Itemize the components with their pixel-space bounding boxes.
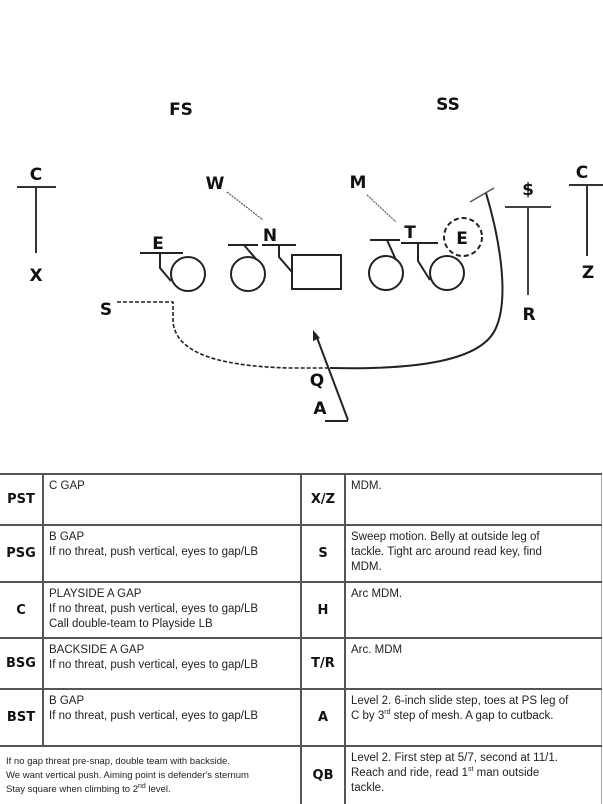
- play-diagram: FS SS C X C Z W M E N T E $ R S: [17, 95, 603, 422]
- assignment-line: B GAP: [49, 695, 85, 707]
- right-corner-label: C: [576, 163, 588, 183]
- tackle-block: [417, 243, 431, 281]
- assignment-line: BACKSIDE A GAP: [49, 644, 145, 656]
- left-end-label: E: [152, 234, 164, 254]
- assignment-line: If no threat, push vertical, eyes to gap…: [49, 603, 259, 615]
- assignment-line: Arc MDM.: [351, 588, 403, 600]
- assignment-bst: B GAP If no threat, push vertical, eyes …: [42, 688, 302, 747]
- assignment-c: PLAYSIDE A GAP If no threat, push vertic…: [42, 581, 302, 639]
- position-x-z: X/Z: [300, 473, 346, 526]
- read-key-end: [443, 217, 483, 257]
- assignment-line: Reach and ride, read 1st man outside: [351, 766, 540, 779]
- assignment-line: If no threat, push vertical, eyes to gap…: [49, 710, 259, 722]
- assignment-a: Level 2. 6-inch slide step, toes at PS l…: [344, 688, 602, 747]
- position-t-r: T/R: [300, 637, 346, 690]
- position-bst: BST: [0, 688, 44, 747]
- note-line: Stay square when climbing to 2nd level.: [6, 782, 171, 795]
- backside-tackle: [429, 255, 465, 291]
- table-row: C PLAYSIDE A GAP If no threat, push vert…: [0, 581, 602, 639]
- guard-block: [243, 244, 257, 260]
- x-receiver-label: X: [29, 266, 42, 286]
- assignment-line: MDM.: [351, 480, 382, 492]
- assignment-x-z: MDM.: [344, 473, 602, 526]
- position-a: A: [300, 688, 346, 747]
- position-h: H: [300, 581, 346, 639]
- position-qb: QB: [300, 745, 346, 804]
- assignment-s: Sweep motion. Belly at outside leg of ta…: [344, 524, 602, 583]
- free-safety-label: FS: [169, 100, 193, 120]
- backside-guard-block: [386, 239, 397, 261]
- note-line: We want vertical push. Aiming point is d…: [6, 769, 249, 781]
- will-read-line: [226, 191, 264, 221]
- sweep-motion-route: [117, 301, 330, 369]
- assignment-psg: B GAP If no threat, push vertical, eyes …: [42, 524, 302, 583]
- backside-guard: [368, 255, 404, 291]
- assignment-h: Arc MDM.: [344, 581, 602, 639]
- assignment-line: C by 3rd step of mesh. A gap to cutback.: [351, 709, 554, 722]
- table-row: PSG B GAP If no threat, push vertical, e…: [0, 524, 602, 583]
- assignment-line: tackle. Tight arc around read key, find: [351, 546, 542, 558]
- table-row: BSG BACKSIDE A GAP If no threat, push ve…: [0, 637, 602, 690]
- left-end-block: [159, 253, 172, 282]
- qb-path-arrowhead: [313, 330, 320, 341]
- read-key-end-label: E: [456, 229, 468, 249]
- strong-safety-label: SS: [436, 95, 460, 115]
- assignment-line: C GAP: [49, 480, 85, 492]
- h-arc-end: [469, 187, 495, 203]
- assignment-line: PLAYSIDE A GAP: [49, 588, 142, 600]
- position-s: S: [300, 524, 346, 583]
- assignment-bsg: BACKSIDE A GAP If no threat, push vertic…: [42, 637, 302, 690]
- assignment-line: B GAP: [49, 531, 85, 543]
- assignment-line: Level 2. First step at 5/7, second at 11…: [351, 752, 558, 764]
- table-row: BST B GAP If no threat, push vertical, e…: [0, 688, 602, 747]
- playside-guard: [230, 256, 266, 292]
- table-row: PST C GAP X/Z MDM.: [0, 473, 602, 526]
- mike-read-line: [366, 194, 397, 223]
- qb-path: [315, 334, 349, 421]
- assignment-table: PST C GAP X/Z MDM. PSG B GAP If no threa…: [0, 473, 602, 804]
- z-receiver-label: Z: [582, 263, 594, 283]
- assignment-qb: Level 2. First step at 5/7, second at 11…: [344, 745, 602, 804]
- r-label: R: [522, 305, 535, 325]
- nose-label: N: [263, 226, 277, 246]
- tackle-label: T: [404, 223, 416, 243]
- assignment-line: If no threat, push vertical, eyes to gap…: [49, 659, 259, 671]
- h-arc-route: [329, 192, 504, 370]
- note-line: If no gap threat pre-snap, double team w…: [6, 755, 230, 767]
- assignment-line: If no threat, push vertical, eyes to gap…: [49, 546, 259, 558]
- assignment-line: Level 2. 6-inch slide step, toes at PS l…: [351, 695, 569, 707]
- qb-label: Q: [310, 371, 324, 391]
- mike-linebacker-label: M: [350, 173, 367, 193]
- assignment-line: MDM.: [351, 561, 382, 573]
- nose-block: [278, 245, 293, 273]
- position-psg: PSG: [0, 524, 44, 583]
- oline-coaching-note: If no gap threat pre-snap, double team w…: [0, 745, 302, 804]
- assignment-line: Call double-team to Playside LB: [49, 618, 213, 630]
- assignment-t-r: Arc. MDM: [344, 637, 602, 690]
- table-row: If no gap threat pre-snap, double team w…: [0, 745, 602, 804]
- assignment-line: Sweep motion. Belly at outside leg of: [351, 531, 540, 543]
- assignment-pst: C GAP: [42, 473, 302, 526]
- sweep-back-label: S: [100, 300, 112, 320]
- position-pst: PST: [0, 473, 44, 526]
- position-c: C: [0, 581, 44, 639]
- left-corner-label: C: [30, 165, 42, 185]
- assignment-line: Arc. MDM: [351, 644, 403, 656]
- playside-tackle: [170, 256, 206, 292]
- will-linebacker-label: W: [206, 174, 225, 194]
- position-bsg: BSG: [0, 637, 44, 690]
- assignment-line: tackle.: [351, 782, 385, 794]
- a-back-label: A: [313, 399, 327, 419]
- dollar-label: $: [522, 180, 534, 200]
- center-box: [291, 254, 342, 290]
